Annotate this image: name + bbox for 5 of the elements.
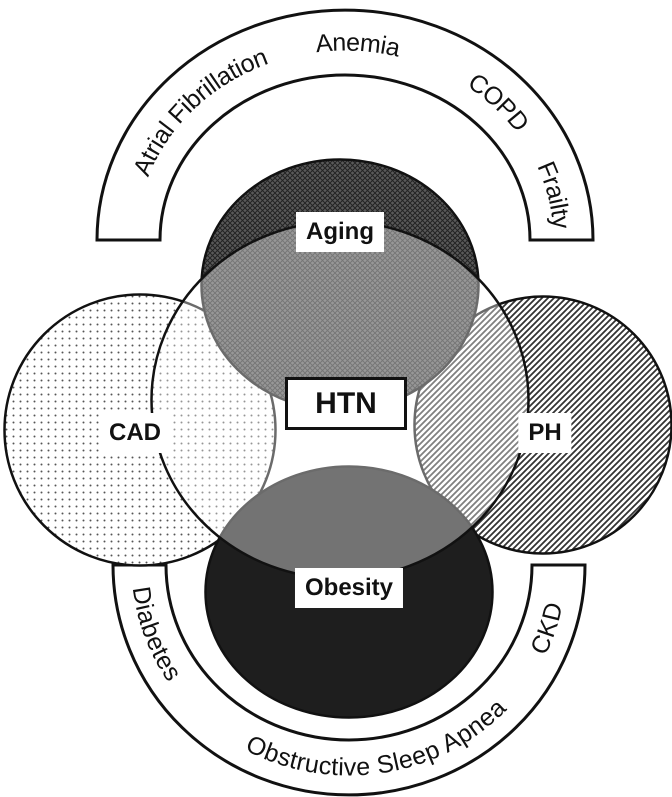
circle-label: PH — [518, 413, 572, 453]
circle-label: Aging — [296, 212, 384, 252]
circle-label: Obesity — [294, 568, 404, 608]
label-box: HTN — [285, 377, 407, 430]
condition-label: Anemia — [314, 28, 403, 63]
